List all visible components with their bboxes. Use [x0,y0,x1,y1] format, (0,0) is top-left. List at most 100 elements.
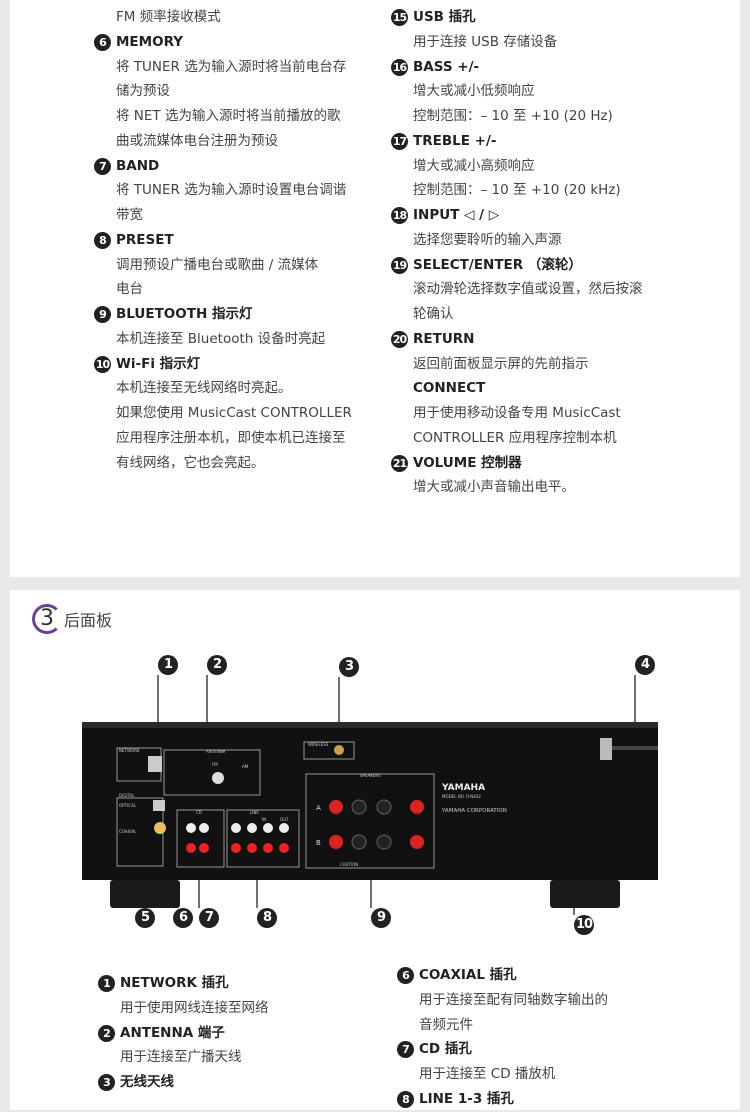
item-title: 6 COAXIAL 插孔 [397,963,608,988]
callout-badge: 6 [173,908,193,928]
item-description: 将 NET 选为输入源时将当前播放的歌 [116,104,352,129]
item-description: 用于连接至广播天线 [120,1045,269,1070]
item-description: 增大或减小声音输出电平。 [413,475,643,500]
callout-badge: 4 [635,655,655,675]
item-text: NETWORK 插孔 [120,975,229,991]
item-description: 应用程序注册本机，即使本机已连接至 [116,426,352,451]
item-description: 带宽 [116,203,352,228]
item-description: 曲或流媒体电台注册为预设 [116,129,352,154]
item-text: 曲或流媒体电台注册为预设 [116,132,278,149]
item-text: INPUT ◁ / ▷ [413,207,500,223]
label-wireless: WIRELESS [308,742,329,747]
item-text: CONTROLLER 应用程序控制本机 [413,429,617,446]
item-description: CONTROLLER 应用程序控制本机 [413,426,643,451]
label-am: AM [242,764,249,769]
item-title: 1 NETWORK 插孔 [98,971,269,996]
brand-logo: YAMAHA [441,783,485,793]
item-description: 用于连接至配有同轴数字输出的 [419,988,608,1013]
item-text: 增大或减小低频响应 [413,83,535,100]
label-antenna: ANTENNA [206,749,226,754]
optical-port [153,800,165,811]
label-caution: CAUTION [340,862,358,867]
rear-panel-diagram: NETWORK ANTENNA FM AM WIRELESS DIGITAL O… [82,675,658,915]
item-description: 本机连接至无线网络时亮起。 [116,376,352,401]
item-text: 本机连接至无线网络时亮起。 [116,380,292,397]
item-description: 用于连接至 CD 播放机 [419,1062,608,1087]
item-text: VOLUME 控制器 [413,454,522,471]
number-badge-icon: 6 [397,967,414,984]
number-badge-icon: 19 [391,256,408,274]
item-description: 音频元件 [419,1013,608,1038]
label-model: MODEL NO. R-N402 [442,794,481,799]
item-text: 储为预设 [116,83,170,100]
item-text: 用于连接至广播天线 [120,1049,242,1066]
item-text: RETURN [413,330,475,347]
callout-badge: 2 [207,655,227,675]
number-badge-icon: 10 [94,355,111,373]
label-b: B [316,839,321,847]
item-text: 选择您要聆听的输入声源 [413,231,562,248]
item-description: 滚动滑轮选择数字值或设置，然后按滚 [413,277,643,302]
item-text: 用于连接 USB 存储设备 [413,33,558,50]
item-text: Wi-Fi 指示灯 [116,355,201,372]
fm-antenna-jack [212,772,224,784]
item-title: 18 INPUT ◁ / ▷ [391,203,643,228]
label-speakers: SPEAKERS [360,773,381,778]
network-port [148,756,162,772]
item-text: 音频元件 [419,1016,473,1033]
rear-panel-card: 3 后面板 [10,590,740,1110]
number-badge-icon: 6 [94,33,111,51]
number-badge-icon: 7 [397,1041,414,1059]
number-badge-icon: 7 [94,157,111,175]
label-network: NETWORK [119,748,140,753]
number-badge-icon: 21 [391,454,408,472]
number-badge-icon: 2 [98,1024,115,1042]
item-title: 21 VOLUME 控制器 [391,451,643,476]
item-text: 用于连接至 CD 播放机 [419,1066,556,1082]
item-text: 应用程序注册本机，即使本机已连接至 [116,429,346,446]
item-text: 控制范围：– 10 至 +10 (20 Hz) [413,108,613,124]
number-badge-icon: 18 [391,207,408,224]
item-description: FM 频率接收模式 [116,5,352,30]
item-text: 如果您使用 MusicCast CONTROLLER [116,405,352,421]
item-text: COAXIAL 插孔 [419,967,517,983]
callout-badge: 9 [371,908,391,928]
item-text: BAND [116,157,160,174]
item-text: MEMORY [116,33,183,50]
item-text: 轮确认 [413,306,454,322]
item-description: 控制范围：– 10 至 +10 (20 Hz) [413,104,643,129]
item-title: CONNECT [413,376,643,401]
number-badge-icon: 17 [391,132,408,150]
item-description: 增大或减小低频响应 [413,79,643,104]
item-text: CONNECT [413,380,486,397]
item-text: 增大或减小声音输出电平。 [413,479,575,496]
item-text: 有线网络，它也会亮起。 [116,454,265,471]
number-badge-icon: 8 [94,231,111,249]
item-text: SELECT/ENTER （滚轮） [413,256,582,273]
callout-badge: 5 [135,908,155,928]
item-description: 用于使用网线连接至网络 [120,996,269,1021]
item-text: 返回前面板显示屏的先前指示 [413,355,589,372]
number-badge-icon: 1 [98,975,115,992]
label-coaxial: COAXIAL [119,829,137,834]
item-description: 用于使用移动设备专用 MusicCast [413,401,643,426]
number-badge-icon: 9 [94,306,111,323]
item-text: 将 NET 选为输入源时将当前播放的歌 [116,108,341,124]
item-text: LINE 1-3 插孔 [419,1090,514,1107]
number-badge-icon: 15 [391,9,408,26]
item-text: 带宽 [116,207,143,223]
item-description: 将 TUNER 选为输入源时设置电台调谐 [116,178,352,203]
label-in: IN [262,817,266,822]
section-header: 3 后面板 [32,604,112,634]
item-description: 调用预设广播电台或歌曲 / 流媒体 [116,253,352,278]
callout-badge: 10 [574,915,594,935]
